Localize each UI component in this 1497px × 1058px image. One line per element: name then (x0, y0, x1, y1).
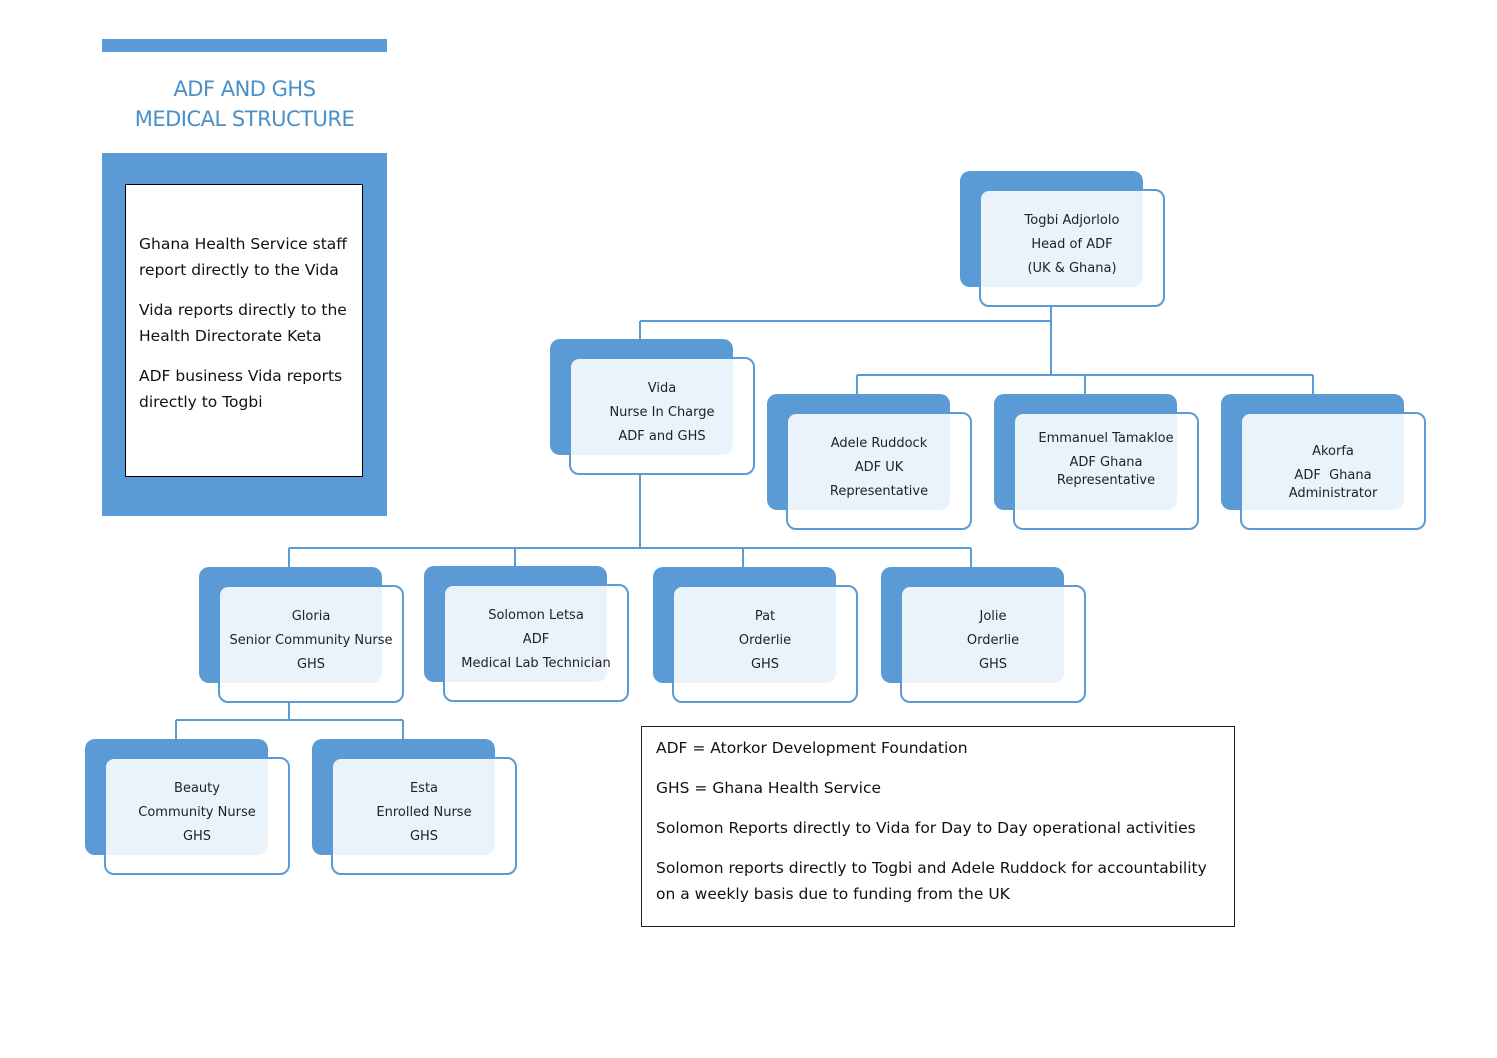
node-emmanuel-role: Representative (1056, 473, 1156, 488)
note-adf-business: ADF business Vida reports directly to To… (139, 367, 343, 411)
legend-ghs: GHS = Ghana Health Service (656, 779, 882, 797)
node-gloria-role: Senior Community Nurse (229, 633, 393, 648)
node-vida-name: Vida (647, 381, 677, 396)
node-solomon-org: ADF (522, 632, 550, 647)
node-pat-role: Orderlie (738, 633, 792, 648)
node-emmanuel-org: ADF Ghana (1069, 455, 1143, 470)
node-beauty-card: Beauty Community Nurse GHS (104, 757, 290, 875)
node-esta-card: Esta Enrolled Nurse GHS (331, 757, 517, 875)
node-togbi-card: Togbi Adjorlolo Head of ADF (UK & Ghana) (979, 189, 1165, 307)
node-pat-card: Pat Orderlie GHS (672, 585, 858, 703)
legend-solomon-togbi: Solomon reports directly to Togbi and Ad… (656, 859, 1207, 903)
node-beauty-org: GHS (182, 829, 212, 844)
page-title: ADF AND GHS MEDICAL STRUCTURE (102, 74, 387, 134)
node-akorfa-card: Akorfa ADF Ghana Administrator (1240, 412, 1426, 530)
node-adele-card: Adele Ruddock ADF UK Representative (786, 412, 972, 530)
node-vida-role: Nurse In Charge (609, 405, 715, 420)
node-togbi-name: Togbi Adjorlolo (1024, 213, 1120, 228)
title-accent-bar (102, 39, 387, 52)
node-solomon-role: Medical Lab Technician (461, 656, 611, 671)
node-pat-org: GHS (750, 657, 780, 672)
node-esta-org: GHS (409, 829, 439, 844)
legend-box: ADF = Atorkor Development Foundation GHS… (641, 726, 1235, 927)
node-pat-name: Pat (754, 609, 776, 624)
node-adele-name: Adele Ruddock (830, 436, 928, 451)
node-jolie-name: Jolie (979, 609, 1007, 624)
node-vida-card: Vida Nurse In Charge ADF and GHS (569, 357, 755, 475)
node-akorfa-role: Administrator (1288, 486, 1378, 501)
node-gloria-name: Gloria (291, 609, 331, 624)
node-togbi-org: (UK & Ghana) (1027, 261, 1117, 276)
node-esta-name: Esta (409, 781, 439, 796)
node-solomon-name: Solomon Letsa (488, 608, 584, 623)
note-vida-reports: Vida reports directly to the Health Dire… (139, 301, 347, 345)
note-ghs-staff: Ghana Health Service staff report direct… (139, 235, 347, 279)
title-line-1: ADF AND GHS (173, 77, 316, 101)
node-vida-org: ADF and GHS (618, 429, 706, 444)
node-adele-org: ADF UK (854, 460, 904, 475)
node-gloria-card: Gloria Senior Community Nurse GHS (218, 585, 404, 703)
legend-adf: ADF = Atorkor Development Foundation (656, 739, 968, 757)
title-line-2: MEDICAL STRUCTURE (134, 107, 355, 131)
node-akorfa-org: ADF Ghana (1294, 468, 1372, 483)
node-jolie-card: Jolie Orderlie GHS (900, 585, 1086, 703)
node-jolie-role: Orderlie (966, 633, 1020, 648)
node-esta-role: Enrolled Nurse (376, 805, 472, 820)
node-akorfa-name: Akorfa (1312, 444, 1354, 459)
notes-box: Ghana Health Service staff report direct… (125, 184, 363, 477)
legend-solomon-vida: Solomon Reports directly to Vida for Day… (656, 819, 1196, 837)
node-togbi-role: Head of ADF (1031, 237, 1113, 252)
node-jolie-org: GHS (978, 657, 1008, 672)
node-beauty-role: Community Nurse (138, 805, 256, 820)
node-beauty-name: Beauty (174, 781, 220, 796)
node-emmanuel-name: Emmanuel Tamakloe (1038, 431, 1174, 446)
node-gloria-org: GHS (296, 657, 326, 672)
node-adele-role: Representative (829, 484, 929, 499)
node-emmanuel-card: Emmanuel Tamakloe ADF Ghana Representati… (1013, 412, 1199, 530)
node-solomon-card: Solomon Letsa ADF Medical Lab Technician (443, 584, 629, 702)
